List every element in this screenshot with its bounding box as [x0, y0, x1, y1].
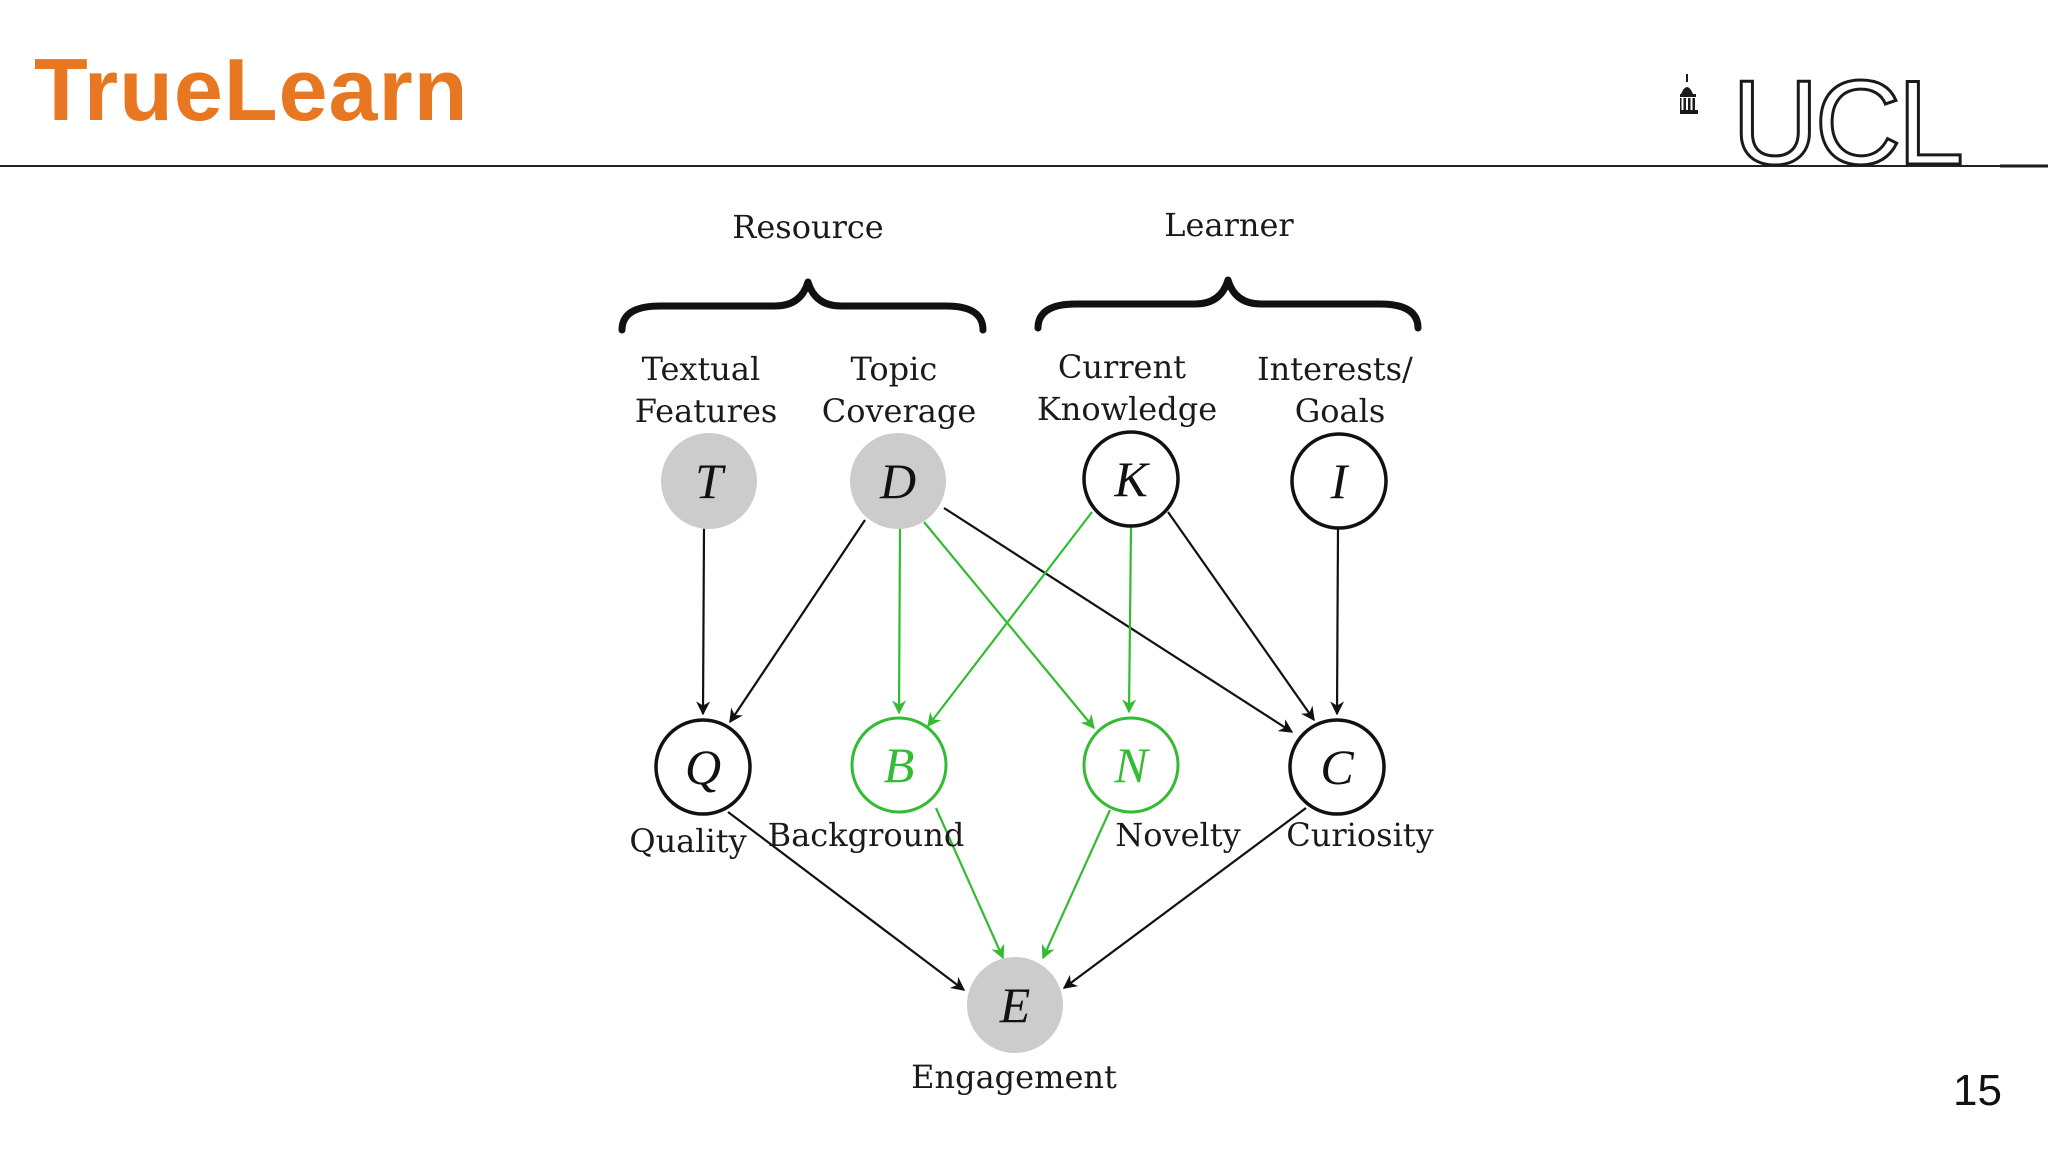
- portico-icon: [1680, 74, 1698, 114]
- svg-text:N: N: [1113, 737, 1150, 793]
- edge-d-n: [923, 521, 1095, 730]
- svg-text:B: B: [884, 737, 915, 793]
- edge-c-e: [1062, 807, 1307, 989]
- edge-d-c: [943, 507, 1294, 733]
- page-number: 15: [1953, 1066, 2002, 1115]
- logo-wordmark: UCL: [1732, 70, 1960, 170]
- textual-features-label: Textual Features: [635, 350, 778, 430]
- edge-d-q: [729, 519, 866, 724]
- node-n: N: [1082, 716, 1180, 814]
- header-divider: [0, 165, 2048, 167]
- node-q: Q: [654, 718, 752, 816]
- edge-k-c: [1167, 511, 1315, 722]
- learner-group-label: Learner: [1164, 206, 1294, 244]
- interests-goals-label: Interests/ Goals: [1257, 350, 1423, 430]
- svg-text:E: E: [999, 977, 1031, 1033]
- engagement-label: Engagement: [911, 1058, 1117, 1096]
- svg-text:D: D: [879, 453, 916, 509]
- svg-text:K: K: [1113, 451, 1150, 507]
- edge-b-e: [934, 807, 1005, 960]
- current-knowledge-label: Current Knowledge: [1037, 348, 1217, 428]
- edge-d-b: [892, 527, 907, 715]
- curiosity-label: Curiosity: [1286, 816, 1433, 854]
- slide-title: TrueLearn: [34, 40, 469, 139]
- topic-coverage-label: Topic Coverage: [822, 350, 977, 430]
- node-b: B: [850, 716, 948, 814]
- svg-text:I: I: [1330, 453, 1350, 509]
- svg-text:C: C: [1320, 739, 1354, 795]
- edges: [696, 507, 1345, 991]
- quality-label: Quality: [629, 822, 746, 860]
- node-c: C: [1288, 718, 1386, 816]
- ucl-logo: UCL: [1680, 70, 2048, 170]
- node-t: T: [661, 433, 757, 529]
- node-e: E: [967, 957, 1063, 1053]
- resource-group-label: Resource: [732, 208, 883, 246]
- edge-i-c: [1330, 527, 1345, 716]
- edge-k-b: [927, 511, 1093, 728]
- node-k: K: [1082, 430, 1180, 528]
- edge-q-e: [727, 811, 966, 991]
- svg-text:Q: Q: [685, 739, 721, 795]
- svg-text:T: T: [695, 453, 726, 509]
- novelty-label: Novelty: [1115, 816, 1240, 854]
- learner-brace: [1034, 276, 1422, 332]
- edge-t-q: [696, 527, 711, 716]
- background-label: Background: [768, 816, 965, 854]
- edge-k-n: [1122, 526, 1137, 714]
- node-d: D: [850, 433, 946, 529]
- resource-brace: [618, 278, 987, 334]
- node-i: I: [1290, 432, 1388, 530]
- edge-n-e: [1041, 809, 1112, 960]
